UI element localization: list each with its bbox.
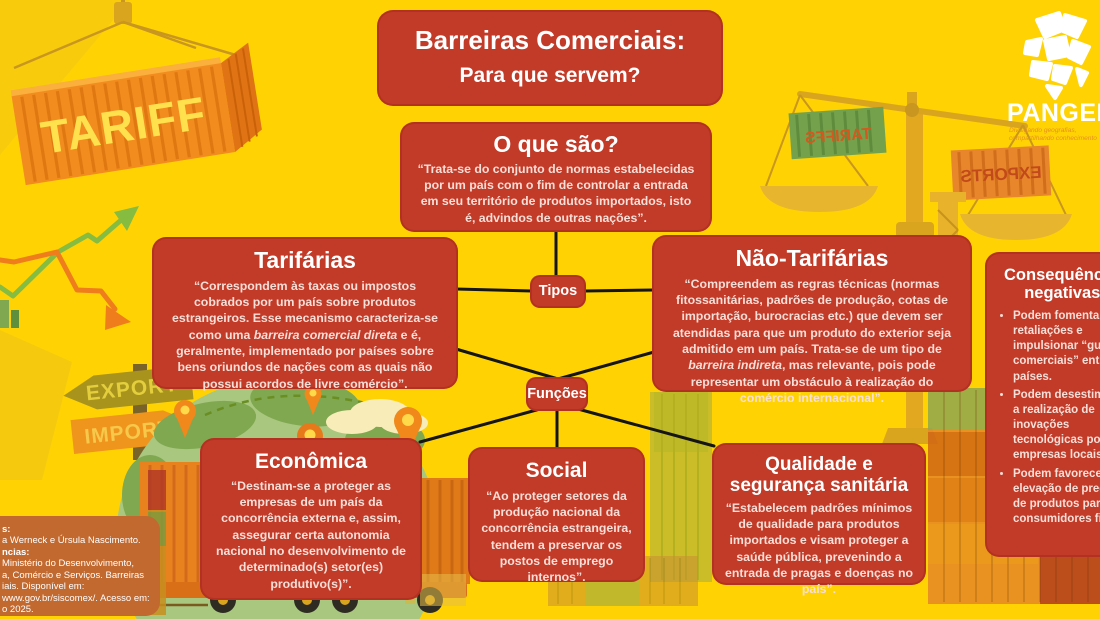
credits-line: a Werneck e Úrsula Nascimento. bbox=[2, 535, 141, 547]
scale-right-container-label: EXPORTS bbox=[960, 163, 1042, 186]
node-tipos: Tipos bbox=[530, 275, 586, 308]
pangeia-logo-tagline: Divulgando geografias, compartilhando co… bbox=[1009, 127, 1097, 143]
node-social-body: “Ao proteger setores da produção naciona… bbox=[481, 488, 632, 585]
trend-arrows-illustration bbox=[0, 206, 139, 330]
node-tarifarias-body: “Correspondem às taxas ou impostos cobra… bbox=[172, 278, 438, 391]
scale-left-container-label: TARIFFS bbox=[804, 126, 872, 148]
main-title-line1: Barreiras Comerciais: bbox=[414, 25, 686, 55]
connector-tipos-naotarifarias bbox=[582, 288, 656, 293]
consequencias-bullet: Podem fomentar retaliações e impulsionar… bbox=[1013, 309, 1100, 385]
credits-line: ncias: bbox=[2, 546, 30, 558]
trade-balance-scale: TARIFFS EXPORTS bbox=[760, 91, 1072, 444]
map-pin-icon bbox=[304, 385, 322, 415]
node-economica: Econômica “Destinam-se a proteger as emp… bbox=[200, 438, 422, 600]
node-social: Social “Ao proteger setores da produção … bbox=[468, 447, 645, 584]
credits-line: s: bbox=[2, 524, 11, 535]
map-pin-icon bbox=[174, 400, 196, 438]
mustard-patch bbox=[0, 330, 72, 480]
pangeia-logo-name: PANGEIA bbox=[1007, 99, 1100, 127]
node-o-que-sao-body: “Trata-se do conjunto de normas estabele… bbox=[417, 161, 695, 225]
consequencias-bullet: Podem favorecer a elevação de preços de … bbox=[1013, 467, 1100, 528]
connector-naotarifarias-funcoes bbox=[556, 350, 656, 381]
credits-line: iais. Disponível em: bbox=[2, 581, 85, 593]
connector-tipos-tarifarias bbox=[454, 287, 534, 293]
consequencias-bullet: Podem desestimular a realização de inova… bbox=[1013, 388, 1100, 464]
node-economica-title: Econômica bbox=[254, 450, 368, 473]
connector-tarifarias-funcoes bbox=[454, 347, 560, 381]
main-title-box: Barreiras Comerciais: Para que servem? bbox=[377, 10, 723, 106]
node-o-que-sao: O que são? “Trata-se do conjunto de norm… bbox=[400, 122, 712, 232]
consequencias-bullet-list: Podem fomentar retaliações e impulsionar… bbox=[997, 309, 1100, 527]
node-nao-tarifarias-body: “Compreendem as regras técnicas (normas … bbox=[672, 276, 952, 406]
node-qualidade-seguranca: Qualidade e segurança sanitária “Estabel… bbox=[712, 443, 926, 596]
node-funcoes: Funções bbox=[526, 377, 588, 411]
node-tarifarias-title: Tarifárias bbox=[254, 247, 356, 273]
pangeia-logo-icon bbox=[1023, 11, 1091, 100]
node-economica-body: “Destinam-se a proteger as empresas de u… bbox=[216, 478, 406, 591]
node-funcoes-label: Funções bbox=[527, 385, 587, 402]
credits-line: o 2025. bbox=[2, 604, 34, 616]
node-tarifarias: Tarifárias “Correspondem às taxas ou imp… bbox=[152, 237, 458, 391]
credits-line: a, Comércio e Serviços. Barreiras bbox=[2, 569, 145, 581]
node-consequencias-negativas: Consequências negativas: Podem fomentar … bbox=[985, 252, 1100, 557]
pangeia-logo: PANGEIA Divulgando geografias, compartil… bbox=[1005, 6, 1100, 146]
node-nao-tarifarias: Não-Tarifárias “Compreendem as regras té… bbox=[652, 235, 972, 405]
credits-line: www.gov.br/siscomex/. Acesso em: bbox=[2, 592, 150, 604]
connector-funcoes-economica bbox=[418, 407, 542, 444]
main-title-line2: Para que servem? bbox=[459, 64, 641, 87]
node-nao-tarifarias-title: Não-Tarifárias bbox=[735, 245, 889, 271]
connector-funcoes-qualidade bbox=[576, 407, 716, 448]
node-qualidade-title: Qualidade e segurança sanitária bbox=[729, 454, 909, 497]
tariff-container-illustration: TARIFF bbox=[10, 0, 262, 186]
node-tipos-label: Tipos bbox=[538, 283, 578, 300]
node-social-title: Social bbox=[525, 459, 588, 482]
credits-box: s: a Werneck e Úrsula Nascimento. ncias:… bbox=[0, 516, 160, 616]
node-qualidade-body: “Estabelecem padrões mínimos de qualidad… bbox=[725, 500, 913, 597]
credits-line: Ministério do Desenvolvimento, bbox=[2, 558, 135, 570]
node-consequencias-title: Consequências negativas: bbox=[1004, 266, 1100, 303]
node-o-que-sao-title: O que são? bbox=[493, 131, 619, 157]
